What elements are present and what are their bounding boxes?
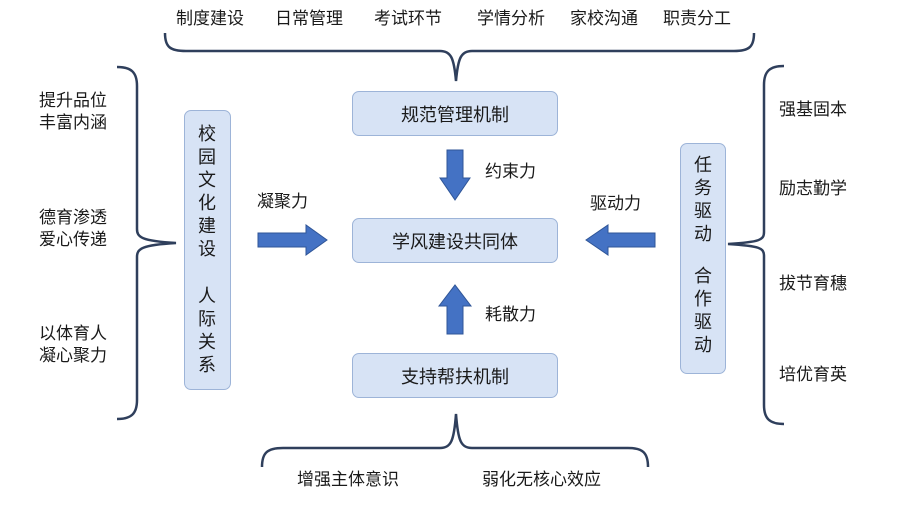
force-label-left: 凝聚力 [257,192,308,212]
right-item-3: 拔节育穗 [779,274,847,294]
right-item-4: 培优育英 [779,365,847,385]
right-vertical-box: 任务驱动 合作驱动 [680,143,726,374]
center-community-box: 学风建设共同体 [352,218,558,263]
right-arrow [257,224,328,256]
left-box-col1: 校园文化建设 [198,124,216,260]
left-box-col2: 人际关系 [198,286,216,376]
left-item-1-line1: 提升品位 [39,91,107,111]
top-item-4: 学情分析 [477,9,545,29]
top-item-5: 家校沟通 [570,9,638,29]
left-vertical-box: 校园文化建设 人际关系 [184,110,231,390]
top-item-2: 日常管理 [275,9,343,29]
top-item-6: 职责分工 [663,9,731,29]
right-brace [727,64,785,426]
force-label-top: 约束力 [485,162,536,182]
up-arrow [437,284,473,335]
left-item-2-line2: 爱心传递 [39,230,107,250]
top-item-1: 制度建设 [176,9,244,29]
force-label-right: 驱动力 [590,194,641,214]
left-arrow [585,224,656,256]
bottom-item-2: 弱化无核心效应 [482,470,601,490]
left-item-1-line2: 丰富内涵 [39,113,107,133]
left-item-2-line1: 德育渗透 [39,208,107,228]
bottom-mechanism-box: 支持帮扶机制 [352,353,558,398]
right-item-1: 强基固本 [779,100,847,120]
right-item-2: 励志勤学 [779,179,847,199]
right-box-col2: 合作驱动 [694,266,712,356]
top-brace [163,32,756,82]
bottom-brace [260,413,650,468]
force-label-bottom: 耗散力 [485,305,536,325]
left-item-3-line1: 以体育人 [39,324,107,344]
bottom-item-1: 增强主体意识 [297,470,399,490]
left-brace [116,65,177,421]
right-box-col1: 任务驱动 [694,155,712,245]
down-arrow [439,149,471,201]
top-mechanism-box: 规范管理机制 [352,91,558,136]
top-item-3: 考试环节 [374,9,442,29]
left-item-3-line2: 凝心聚力 [39,346,107,366]
